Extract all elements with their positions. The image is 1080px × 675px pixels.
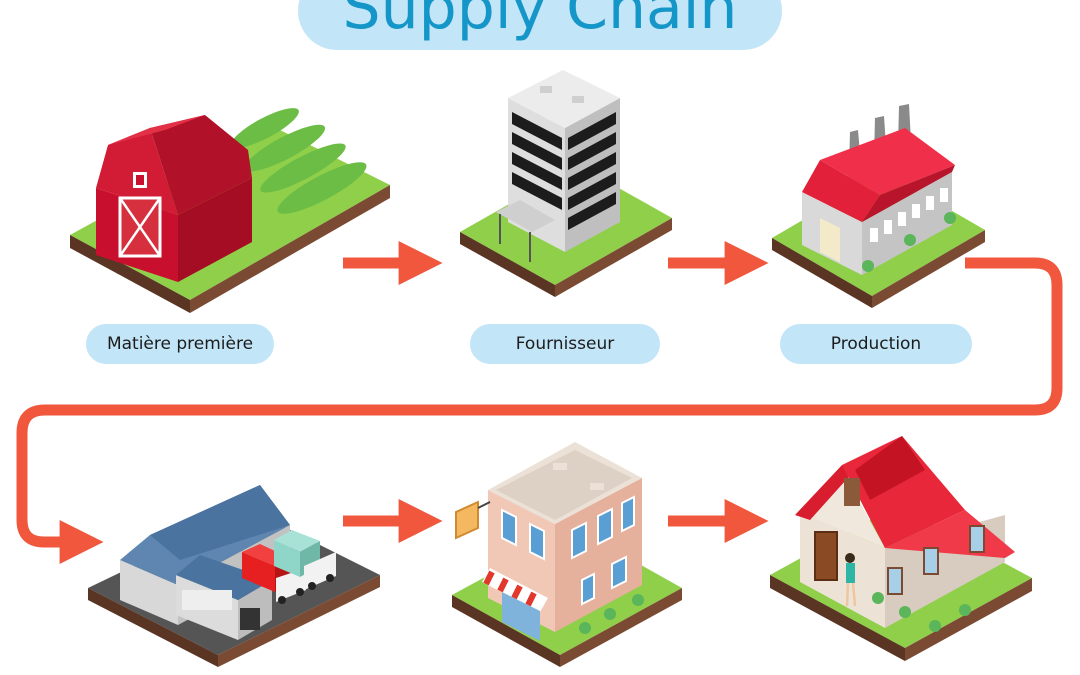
arrow-3-to-4 [16,257,1063,564]
retail-store-icon [452,442,682,667]
title-banner: Supply Chain [298,0,782,50]
diagram-title: Supply Chain [342,0,738,43]
barn-farm-icon [70,108,390,313]
house-customer-icon [770,436,1032,661]
stage-label-supplier: Fournisseur [470,324,660,364]
flow-arrows [16,241,1063,564]
warehouse-trucks-icon [88,485,380,667]
factory-icon [772,104,985,308]
stage-label-production: Production [780,324,972,364]
stage-label-raw-material: Matière première [86,324,274,364]
office-building-icon [460,70,672,297]
